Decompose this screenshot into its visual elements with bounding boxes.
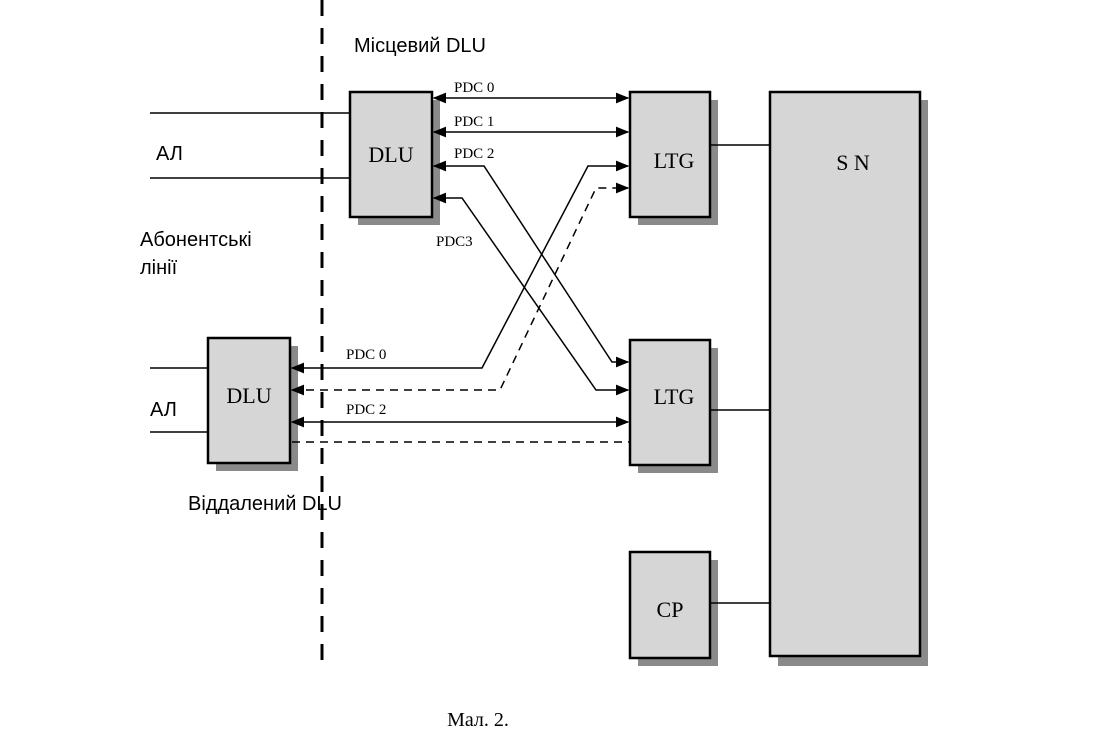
al-top-label: АЛ bbox=[156, 143, 183, 165]
dlu-local-label: DLU bbox=[368, 142, 413, 167]
figure-caption: Мал. 2. bbox=[447, 709, 509, 731]
ltg-top-block bbox=[628, 90, 712, 219]
ltg-bottom-label: LTG bbox=[654, 384, 695, 409]
dlu-remote-block bbox=[206, 336, 292, 465]
remote-pdc0-link bbox=[290, 160, 630, 374]
local-dlu-title: Місцевий DLU bbox=[354, 35, 486, 57]
al-bottom-label: АЛ bbox=[150, 399, 177, 421]
local-pdc3-label: PDC3 bbox=[436, 234, 473, 250]
subscriber-lines-label-2: лінії bbox=[140, 257, 178, 279]
remote-standby-link-top bbox=[290, 182, 630, 396]
ltg-top-label: LTG bbox=[654, 148, 695, 173]
local-pdc0-label: PDC 0 bbox=[454, 80, 494, 96]
local-pdc2-link bbox=[432, 160, 630, 368]
sn-block bbox=[768, 90, 922, 658]
dlu-remote-label: DLU bbox=[226, 383, 271, 408]
ltg-bottom-block bbox=[628, 338, 712, 467]
cp-label: CP bbox=[657, 597, 684, 622]
local-pdc3-link bbox=[432, 192, 630, 396]
cp-block bbox=[628, 550, 712, 660]
remote-dlu-title: Віддалений DLU bbox=[188, 493, 342, 515]
local-pdc2-label: PDC 2 bbox=[454, 146, 494, 162]
remote-pdc0-label: PDC 0 bbox=[346, 347, 386, 363]
local-pdc1-label: PDC 1 bbox=[454, 114, 494, 130]
sn-label: S N bbox=[836, 150, 870, 175]
subscriber-lines-label-1: Абонентські bbox=[140, 229, 252, 251]
remote-pdc2-label: PDC 2 bbox=[346, 402, 386, 418]
